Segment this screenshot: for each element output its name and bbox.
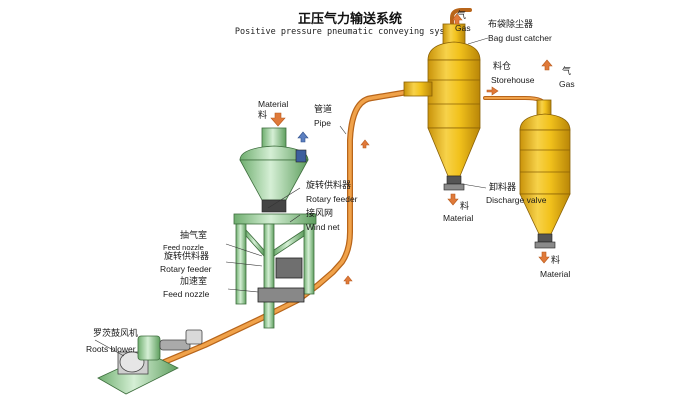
material-out2-label-en: Material <box>540 269 571 279</box>
arrow-up-icon <box>451 13 463 25</box>
roots-blower-label-en: Roots blower <box>86 344 136 354</box>
wind-net-label-zh: 接风网 <box>306 209 334 219</box>
material-in-label-en: Material <box>258 99 289 109</box>
storehouse-label-en: Storehouse <box>491 75 535 85</box>
gas-label-right-zh: 气 <box>562 67 572 77</box>
arrow-up-icon <box>297 131 309 143</box>
material-in-label-zh: 料 <box>258 111 268 121</box>
bag-dust-catcher-label-zh: 布袋除尘器 <box>488 20 534 30</box>
arrow-up-icon <box>541 59 553 71</box>
feed-nozzle-b-label-zh: 加速室 <box>180 277 208 287</box>
leader-lines <box>94 37 489 357</box>
roots-blower <box>97 329 203 395</box>
wind-net-label-en: Wind net <box>306 222 340 232</box>
feeder-hopper <box>239 127 309 213</box>
feed-nozzle-a-label-zh: 抽气室 <box>180 231 208 241</box>
roots-blower-label-zh: 罗茨鼓风机 <box>93 329 139 339</box>
feed-nozzle-b-label-en: Feed nozzle <box>163 289 210 299</box>
material-out1-label-zh: 料 <box>460 202 470 212</box>
rotary-feeder-top-label-en: Rotary feeder <box>306 194 358 204</box>
discharge-valve-label-en: Discharge valve <box>486 195 547 205</box>
pipe-label-en: Pipe <box>314 118 332 128</box>
storehouse-tank <box>519 99 571 249</box>
bag-dust-catcher-tank <box>403 23 481 191</box>
feed-nozzle-a-label-en: Feed nozzle <box>163 243 204 252</box>
pipe-label-zh: 管道 <box>314 105 333 115</box>
bag-dust-catcher-label-en: Bag dust catcher <box>488 33 552 43</box>
gas-label-top-zh: 气 <box>457 11 467 21</box>
gas-label-right-en: Gas <box>559 79 575 89</box>
rotary-feeder-side-label-en: Rotary feeder <box>160 264 212 274</box>
storehouse-label-zh: 料仓 <box>493 62 512 72</box>
rotary-feeder-top-label-zh: 旋转供料器 <box>306 181 352 191</box>
flow-arrows <box>270 13 553 285</box>
discharge-valve-label-zh: 卸料器 <box>489 183 517 193</box>
title-zh: 正压气力输送系统 <box>297 12 402 27</box>
arrow-down-icon <box>538 251 550 264</box>
arrow-right-icon <box>486 86 499 96</box>
rotary-feeder-side-label-zh: 旋转供料器 <box>164 252 210 262</box>
gas-label-top-en: Gas <box>455 23 471 33</box>
arrow-up-icon <box>360 139 370 149</box>
arrow-down-icon <box>447 193 459 206</box>
title-en: Positive pressure pneumatic conveying sy… <box>234 27 466 37</box>
arrow-down-icon <box>270 112 286 127</box>
material-out1-label-en: Material <box>443 213 474 223</box>
arrow-up-icon <box>343 275 353 285</box>
material-out2-label-zh: 料 <box>551 256 561 266</box>
